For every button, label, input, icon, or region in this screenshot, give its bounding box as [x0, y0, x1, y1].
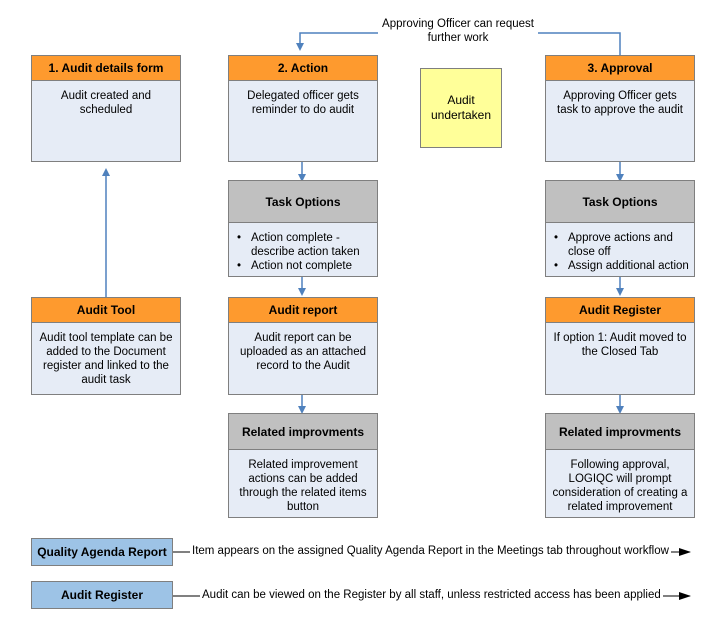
- audit-report-header: Audit report: [228, 297, 378, 323]
- audit-report-body: Audit report can be uploaded as an attac…: [228, 323, 378, 395]
- approval-related-improvements-body: Following approval, LOGIQC will prompt c…: [545, 450, 695, 518]
- legend-audit-register-text: Audit can be viewed on the Register by a…: [200, 589, 663, 601]
- audit-undertaken-note: Audit undertaken: [420, 68, 502, 148]
- approval-task-options-list: Approve actions and close off Assign add…: [552, 231, 690, 273]
- approval-body: Approving Officer gets task to approve t…: [545, 81, 695, 162]
- audit-tool-body: Audit tool template can be added to the …: [31, 323, 181, 395]
- task-options-list: Action complete - describe action taken …: [235, 231, 373, 273]
- action-body: Delegated officer gets reminder to do au…: [228, 81, 378, 162]
- action-header: 2. Action: [228, 55, 378, 81]
- approval-task-options-header: Task Options: [545, 180, 695, 223]
- approval-header: 3. Approval: [545, 55, 695, 81]
- audit-register-body: If option 1: Audit moved to the Closed T…: [545, 323, 695, 395]
- task-option-item: Action not complete: [237, 259, 373, 273]
- related-improvements-body: Related improvement actions can be added…: [228, 450, 378, 518]
- legend-quality-agenda-report: Quality Agenda Report: [31, 538, 173, 566]
- approval-related-improvements-header: Related improvments: [545, 413, 695, 450]
- legend-quality-agenda-text: Item appears on the assigned Quality Age…: [190, 545, 671, 557]
- task-option-item: Assign additional action: [554, 259, 690, 273]
- audit-details-form-body: Audit created and scheduled: [31, 81, 181, 162]
- audit-tool-header: Audit Tool: [31, 297, 181, 323]
- audit-register-header: Audit Register: [545, 297, 695, 323]
- related-improvements-header: Related improvments: [228, 413, 378, 450]
- task-option-item: Approve actions and close off: [554, 231, 690, 259]
- audit-details-form-header: 1. Audit details form: [31, 55, 181, 81]
- task-options-header: Task Options: [228, 180, 378, 223]
- task-option-item: Action complete - describe action taken: [237, 231, 373, 259]
- feedback-note: Approving Officer can request further wo…: [378, 17, 538, 45]
- legend-audit-register: Audit Register: [31, 581, 173, 609]
- task-options-body: Action complete - describe action taken …: [228, 223, 378, 277]
- approval-task-options-body: Approve actions and close off Assign add…: [545, 223, 695, 277]
